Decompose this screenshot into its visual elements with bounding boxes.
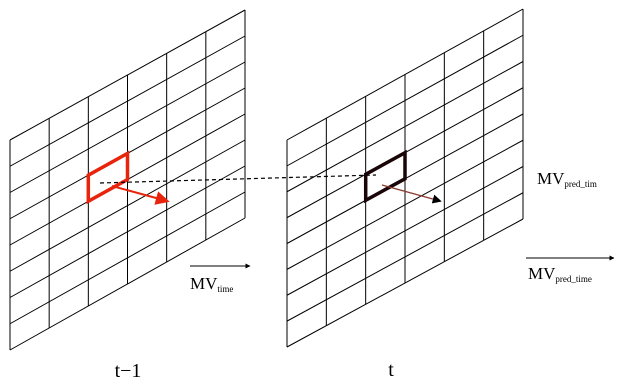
grid-line-horizontal	[9, 165, 246, 298]
grid-line-horizontal	[9, 35, 246, 167]
grid-line-horizontal	[9, 61, 246, 193]
grid-line-horizontal	[286, 34, 524, 167]
frame-grid-current	[286, 8, 524, 348]
grid-line-horizontal	[286, 166, 524, 296]
motion-vector-arrow-current	[381, 184, 442, 204]
mv-pred-lower-label: MVpred_time	[526, 255, 615, 284]
grid-line-horizontal	[286, 8, 524, 141]
grid-line-horizontal	[286, 139, 524, 270]
block-current-frame	[363, 149, 407, 204]
frame-grid-previous	[9, 9, 246, 351]
svg-text:MVtime: MVtime	[190, 274, 233, 294]
motion-vector-arrow-previous	[111, 185, 170, 205]
correspondence-dashed-line	[99, 174, 377, 184]
grid-line-horizontal	[286, 61, 524, 193]
frame-label-current: t	[388, 359, 394, 381]
grid-line-horizontal	[9, 139, 246, 272]
grid-line-horizontal	[286, 218, 524, 348]
grid-line-horizontal	[9, 191, 246, 325]
block-previous-frame	[86, 150, 130, 205]
frame-label-previous: t−1	[115, 360, 142, 382]
mv-time-label: MVtime	[190, 263, 251, 294]
grid-line-horizontal	[286, 192, 524, 322]
svg-text:MVpred_tim: MVpred_tim	[537, 169, 597, 189]
mv-pred-upper-label: MVpred_tim	[537, 169, 597, 189]
svg-text:MVpred_time: MVpred_time	[528, 264, 592, 284]
grid-line-horizontal	[9, 217, 246, 351]
grid-line-horizontal	[9, 9, 246, 141]
